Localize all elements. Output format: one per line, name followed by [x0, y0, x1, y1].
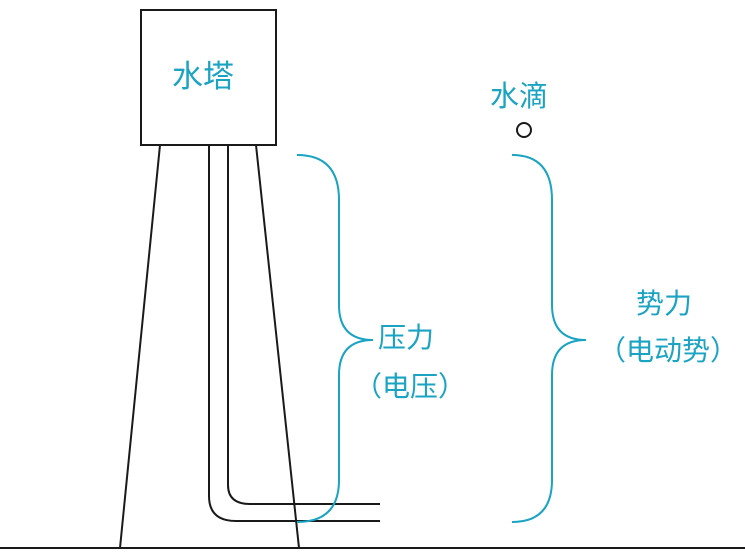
pressure-label: 压力 [378, 321, 435, 354]
pipe-outer [208, 145, 380, 522]
tower-leg-right [255, 144, 300, 549]
emf-label: （电动势） [598, 334, 739, 367]
potential-label: 势力 [636, 287, 693, 320]
water-drop-label: 水滴 [490, 79, 549, 113]
potential-brace [511, 154, 587, 523]
water-tower-label: 水塔 [172, 59, 234, 95]
pipe-inner [227, 145, 380, 505]
pressure-brace [296, 154, 374, 523]
tower-leg-left [119, 144, 161, 549]
voltage-label: （电压） [354, 370, 467, 403]
water-drop [516, 122, 532, 138]
